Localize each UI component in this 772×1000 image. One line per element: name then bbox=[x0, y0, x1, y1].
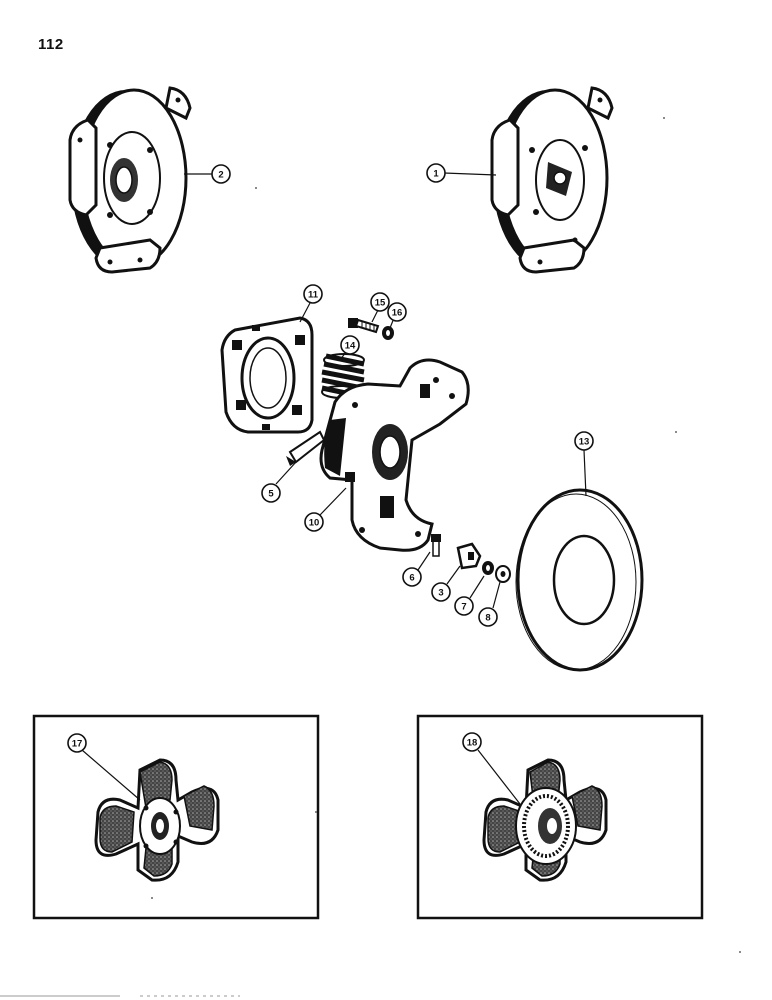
clutch-disc-18 bbox=[482, 758, 608, 882]
nut-7 bbox=[482, 561, 494, 575]
lever-5 bbox=[286, 430, 326, 466]
callout-5: 5 bbox=[261, 483, 281, 503]
facing-ring-13 bbox=[515, 488, 644, 672]
nut-16 bbox=[382, 326, 394, 340]
clutch-disc-17 bbox=[94, 758, 220, 882]
pressure-plate-assembly-right bbox=[490, 86, 614, 274]
callouts: 2 1 11 15 16 14 5 10 bbox=[67, 163, 594, 753]
svg-text:8: 8 bbox=[485, 613, 490, 624]
svg-text:3: 3 bbox=[438, 588, 443, 599]
callout-11: 11 bbox=[303, 284, 323, 304]
callout-15: 15 bbox=[370, 292, 390, 312]
cover-10 bbox=[319, 358, 470, 552]
callout-6: 6 bbox=[402, 567, 422, 587]
plate-11 bbox=[220, 316, 314, 434]
svg-text:16: 16 bbox=[392, 308, 403, 319]
callout-18: 18 bbox=[462, 732, 482, 752]
svg-text:11: 11 bbox=[308, 290, 319, 301]
svg-text:14: 14 bbox=[345, 341, 356, 352]
inset-box-left bbox=[32, 714, 320, 920]
callout-8: 8 bbox=[478, 607, 498, 627]
callout-13: 13 bbox=[574, 431, 594, 451]
svg-text:10: 10 bbox=[309, 518, 320, 529]
svg-text:15: 15 bbox=[375, 298, 386, 309]
svg-text:13: 13 bbox=[579, 437, 590, 448]
svg-text:7: 7 bbox=[461, 602, 466, 613]
callout-17: 17 bbox=[67, 733, 87, 753]
svg-text:18: 18 bbox=[467, 738, 478, 749]
callout-7: 7 bbox=[454, 596, 474, 616]
svg-text:1: 1 bbox=[433, 169, 439, 180]
bolt-6 bbox=[431, 534, 441, 557]
svg-text:2: 2 bbox=[218, 170, 223, 181]
svg-text:5: 5 bbox=[268, 489, 274, 500]
svg-text:17: 17 bbox=[72, 739, 83, 750]
callout-3: 3 bbox=[431, 582, 451, 602]
leader-lines bbox=[81, 172, 587, 805]
callout-16: 16 bbox=[387, 302, 407, 322]
scan-specks bbox=[151, 117, 741, 953]
pressure-plate-assembly-left bbox=[68, 86, 192, 274]
washer-8 bbox=[495, 565, 511, 583]
page-number: 112 bbox=[38, 36, 64, 53]
callout-2: 2 bbox=[211, 164, 231, 184]
inset-box-right bbox=[416, 714, 704, 920]
callout-1: 1 bbox=[426, 163, 446, 183]
svg-text:6: 6 bbox=[409, 573, 414, 584]
callout-14: 14 bbox=[340, 335, 360, 355]
callout-10: 10 bbox=[304, 512, 324, 532]
bolt-15 bbox=[348, 318, 380, 334]
block-3 bbox=[456, 542, 482, 570]
